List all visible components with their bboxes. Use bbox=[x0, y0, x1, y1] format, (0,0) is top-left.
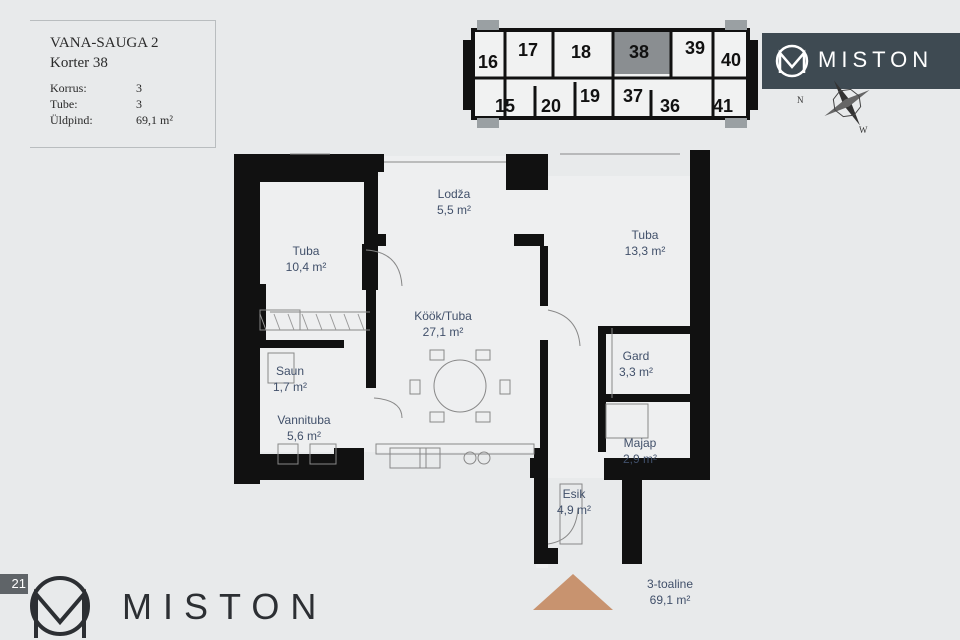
page-number: 21 bbox=[0, 574, 28, 594]
compass-rose-icon: N W bbox=[797, 80, 870, 135]
apartment-number: Korter 38 bbox=[50, 55, 108, 71]
info-row-floor: Korrus:3 bbox=[50, 81, 142, 95]
unit-label: 40 bbox=[721, 50, 741, 70]
unit-label: 19 bbox=[580, 86, 600, 106]
miston-logo-icon bbox=[775, 44, 809, 78]
entrance-arrow-icon bbox=[533, 574, 613, 610]
unit-label: 16 bbox=[478, 52, 498, 72]
unit-label: 20 bbox=[541, 96, 561, 116]
brand-name: MISTON bbox=[818, 47, 934, 72]
brand-name-large: MISTON bbox=[122, 586, 328, 627]
unit-label: 38 bbox=[629, 42, 649, 62]
floor-plan bbox=[234, 150, 710, 568]
unit-label: 17 bbox=[518, 40, 538, 60]
highlighted-unit bbox=[613, 32, 671, 74]
apartment-info-box: VANA-SAUGA 2 Korter 38 Korrus:3 Tube:3 Ü… bbox=[30, 20, 216, 148]
unit-label: 37 bbox=[623, 86, 643, 106]
miston-logo-large-icon bbox=[30, 576, 90, 638]
unit-label: 15 bbox=[495, 96, 515, 116]
info-row-rooms: Tube:3 bbox=[50, 97, 142, 111]
info-row-area: Üldpind:69,1 m² bbox=[50, 113, 173, 127]
unit-label: 41 bbox=[713, 96, 733, 116]
unit-label: 39 bbox=[685, 38, 705, 58]
project-name: VANA-SAUGA 2 bbox=[50, 35, 159, 51]
compass-north-label: N bbox=[797, 95, 804, 105]
brand-header: MISTON bbox=[762, 33, 960, 89]
building-key-plan: 16 17 18 38 39 40 15 20 19 37 36 41 bbox=[463, 20, 758, 128]
unit-label: 18 bbox=[571, 42, 591, 62]
unit-label: 36 bbox=[660, 96, 680, 116]
compass-west-label: W bbox=[859, 125, 868, 135]
